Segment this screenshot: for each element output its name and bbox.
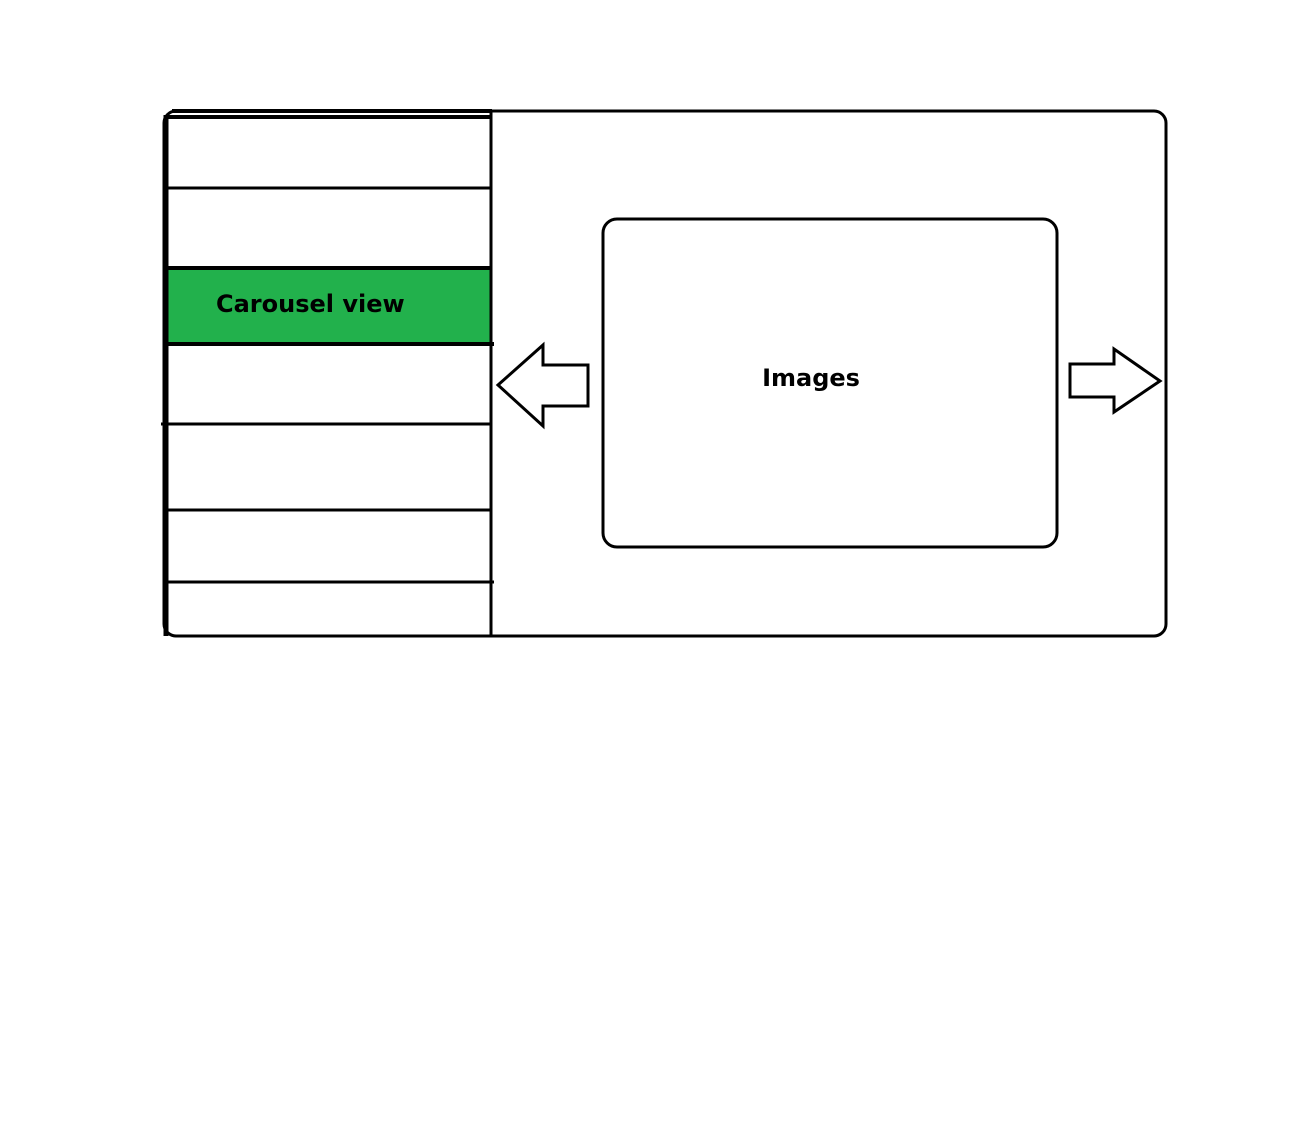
sidebar-item-highlighted[interactable] <box>166 268 492 344</box>
arrow-right-icon[interactable] <box>1068 346 1163 415</box>
outer-frame <box>162 109 1168 638</box>
sidebar-item-label: Carousel view <box>216 290 405 318</box>
image-area-label: Images <box>762 364 860 392</box>
arrow-left-icon[interactable] <box>495 341 590 430</box>
sidebar-menu: Carousel view <box>161 109 494 636</box>
image-area <box>601 217 1059 549</box>
